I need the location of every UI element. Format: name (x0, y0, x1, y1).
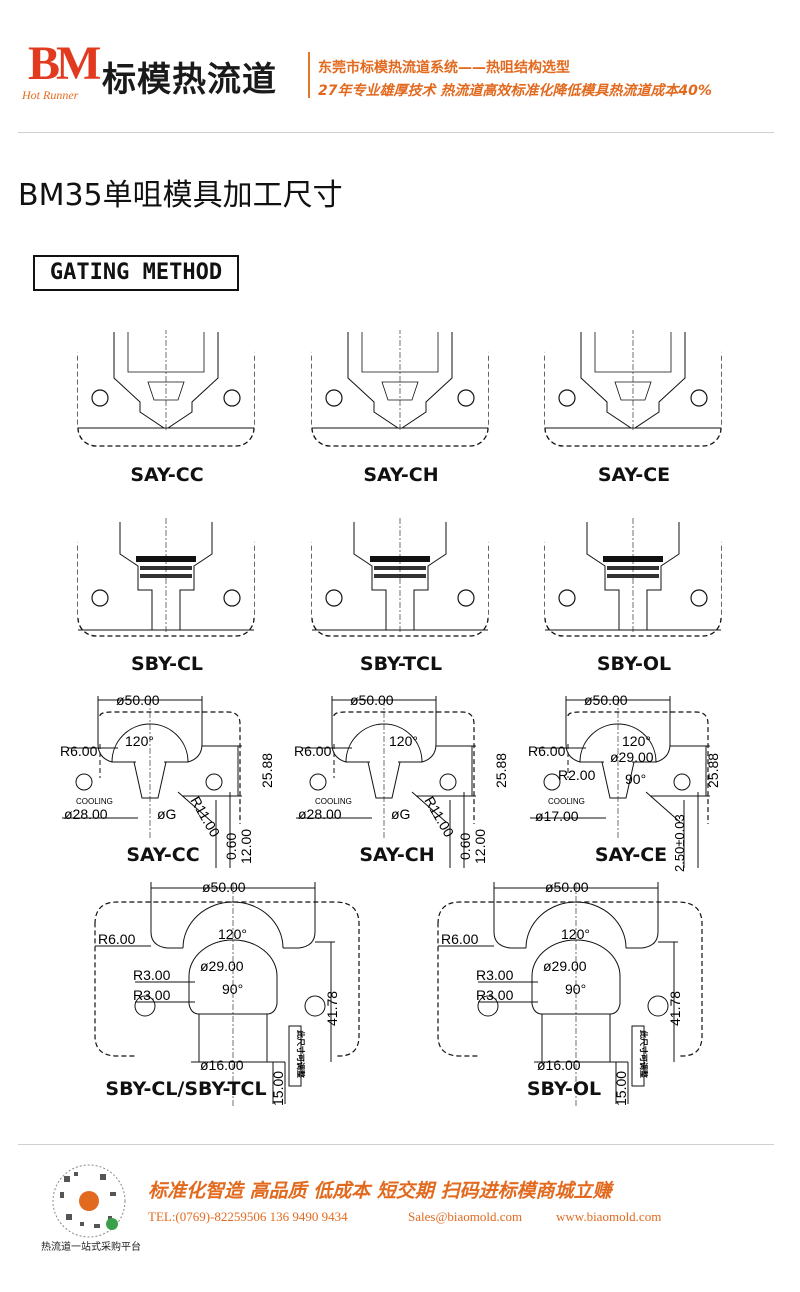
dim-b-d50: ø50.00 (202, 879, 246, 895)
dim-d50: ø50.00 (116, 692, 160, 708)
label-say-ce: SAY-CE (597, 464, 671, 486)
dim-a120-ch: 120° (389, 733, 418, 749)
dim-a120-ce: 120° (622, 733, 651, 749)
dim-d28-ch: ø28.00 (298, 806, 342, 822)
schematic-say-ch (311, 330, 489, 447)
dim-c-h4178: 41.78 (667, 991, 683, 1026)
footer-tel: TEL:(0769)-82259506 136 9490 9434 (148, 1209, 348, 1224)
footer-slogan: 标准化智造 高品质 低成本 短交期 扫码进标模商城立赚 (148, 1180, 612, 1202)
dim-h2588: 25.88 (259, 753, 275, 788)
dim-c-d16: ø16.00 (537, 1057, 581, 1073)
dim-t250-ce: 2.50±0.03 (672, 814, 687, 872)
label-dim-sby-cl-tcl: SBY-CL/SBY-TCL (105, 1078, 267, 1100)
dim-h2588-ch: 25.88 (493, 753, 509, 788)
section-label: GATING METHOD (33, 255, 239, 291)
dim-c-t1500: 15.00 (613, 1071, 629, 1106)
dim-b-h4178: 41.78 (324, 991, 340, 1026)
dim-d29-ce: ø29.00 (610, 749, 654, 765)
schematic-sby-ol (544, 517, 722, 637)
schematic-sby-cl (77, 517, 255, 637)
footer-email[interactable]: Sales@biaomold.com (408, 1209, 523, 1224)
dim-c-r3a: R3.00 (476, 967, 514, 983)
dim-d50-ce: ø50.00 (584, 692, 628, 708)
label-say-cc: SAY-CC (130, 464, 204, 486)
header-divider (308, 52, 310, 98)
dim-b-t1500: 15.00 (270, 1071, 286, 1106)
dim-t060-ch: 0.60 (457, 833, 473, 860)
brand-logo-subtext: Hot Runner (22, 88, 79, 102)
dim-b-d16: ø16.00 (200, 1057, 244, 1073)
label-dim-say-ch: SAY-CH (359, 844, 435, 866)
label-dim-say-cc: SAY-CC (126, 844, 200, 866)
dim-c-r6: R6.00 (441, 931, 479, 947)
label-dim-sby-ol: SBY-OL (526, 1078, 602, 1100)
dim-b-a120: 120° (218, 926, 247, 942)
dim-b-r3b: R3.00 (133, 987, 171, 1003)
dim-cooling-ch: COOLING (315, 797, 352, 806)
qr-caption: 热流道一站式采购平台 (41, 1242, 141, 1253)
page-title: BM35单咀模具加工尺寸 (18, 178, 343, 213)
dim-cooling: COOLING (76, 797, 113, 806)
dim-b-adjust: 此尺寸可调整 (296, 1030, 306, 1078)
dim-t060: 0.60 (223, 833, 239, 860)
dim-b-r6: R6.00 (98, 931, 136, 947)
gating-schematics (77, 330, 722, 637)
dim-c-a120: 120° (561, 926, 590, 942)
dim-c-adjust: 此尺寸可调整 (639, 1030, 649, 1078)
footer-rule (18, 1144, 774, 1145)
header-subtagline: 27年专业雄厚技术 热流道高效标准化降低模具热流道成本40% (318, 83, 712, 99)
dim-b-d29: ø29.00 (200, 958, 244, 974)
dim-r11: R11.00 (187, 794, 223, 840)
label-sby-ol: SBY-OL (596, 653, 672, 675)
dim-c-r3b: R3.00 (476, 987, 514, 1003)
label-say-ch: SAY-CH (363, 464, 439, 486)
header-rule (18, 132, 774, 133)
dim-b-a90: 90° (222, 981, 243, 997)
dim-og-ch: øG (391, 806, 410, 822)
schematic-sby-tcl (311, 517, 489, 637)
dimension-drawings-row3: ø50.00 R6.00 120° COOLING ø28.00 øG 25.8… (60, 692, 721, 872)
dim-r6-ce: R6.00 (528, 743, 566, 759)
label-sby-cl: SBY-CL (130, 653, 204, 675)
dim-a90-ce: 90° (625, 771, 646, 787)
header-tagline: 东莞市标模热流道系统——热咀结构选型 (318, 60, 570, 76)
label-dim-say-ce: SAY-CE (594, 844, 668, 866)
dim-h2588-ce: 25.88 (705, 753, 721, 788)
dim-d17-ce: ø17.00 (535, 808, 579, 824)
dim-a120: 120° (125, 733, 154, 749)
schematic-say-ce (544, 330, 722, 447)
dim-c-d29: ø29.00 (543, 958, 587, 974)
qr-code[interactable] (50, 1162, 128, 1240)
dim-r6-ch: R6.00 (294, 743, 332, 759)
dim-og: øG (157, 806, 176, 822)
dim-d28: ø28.00 (64, 806, 108, 822)
label-sby-tcl: SBY-TCL (359, 653, 443, 675)
dim-d50-ch: ø50.00 (350, 692, 394, 708)
footer-web[interactable]: www.biaomold.com (556, 1209, 662, 1224)
dim-r11-ch: R11.00 (421, 794, 457, 840)
brand-name: 标模热流道 (102, 60, 277, 100)
dimension-drawings-row4: ø50.00 R6.00 120° ø29.00 R3.00 R3.00 90°… (94, 879, 703, 1107)
schematic-say-cc (77, 330, 255, 447)
dim-c-a90: 90° (565, 981, 586, 997)
dim-cooling-ce: COOLING (548, 797, 585, 806)
dim-b-r3a: R3.00 (133, 967, 171, 983)
dim-t1200-ch: 12.00 (472, 829, 488, 864)
dim-r6: R6.00 (60, 743, 98, 759)
dim-c-d50: ø50.00 (545, 879, 589, 895)
dim-r2-ce: R2.00 (558, 767, 596, 783)
brand-logo: BM (28, 37, 101, 90)
dim-t1200: 12.00 (238, 829, 254, 864)
